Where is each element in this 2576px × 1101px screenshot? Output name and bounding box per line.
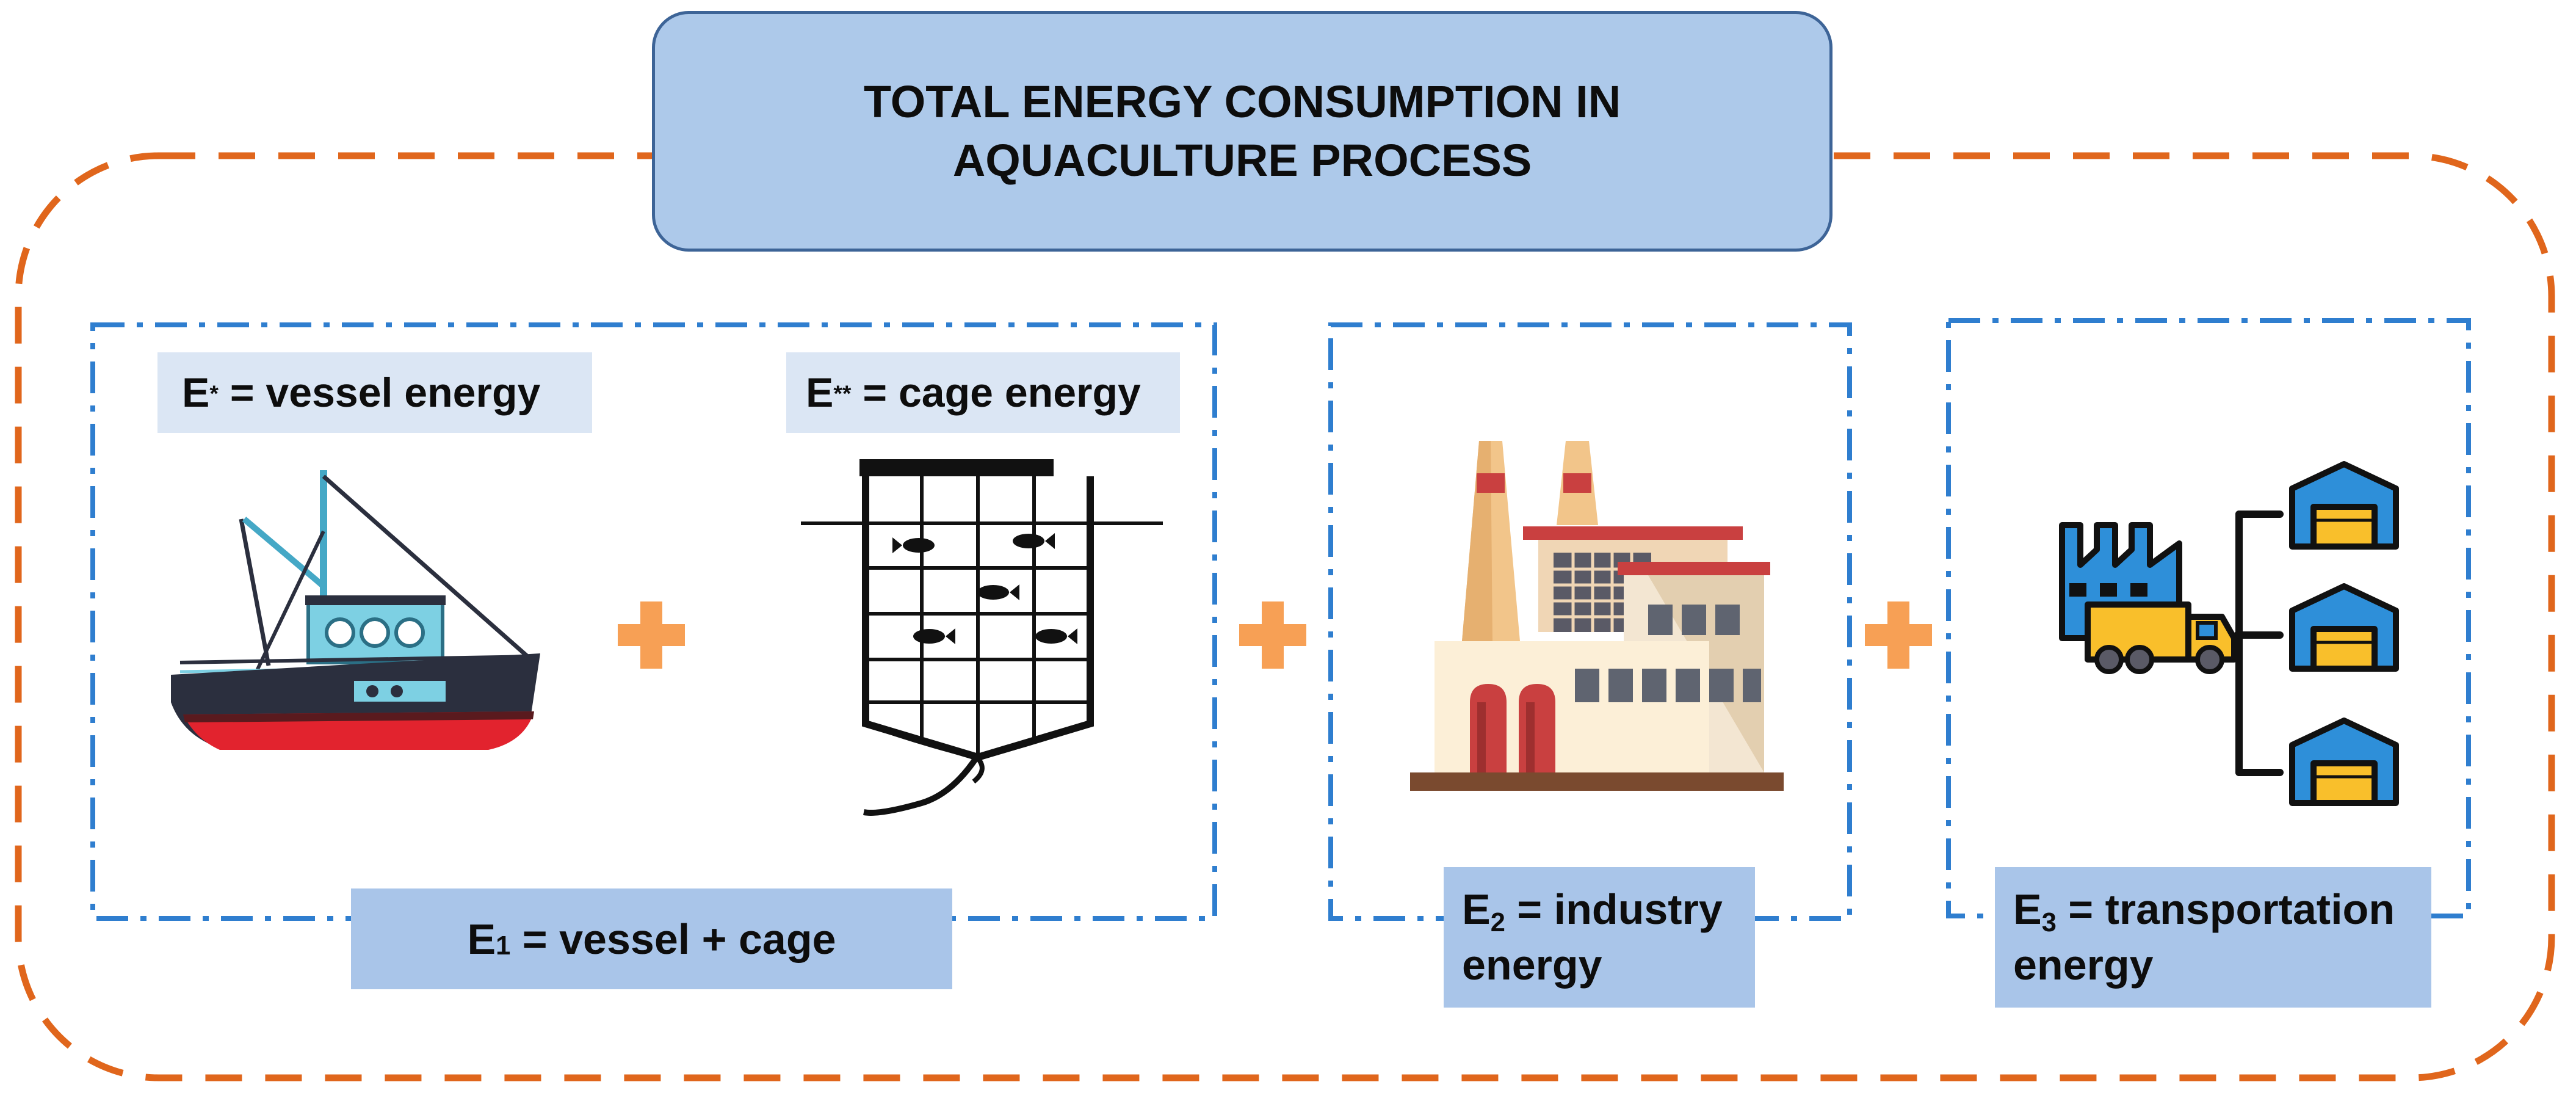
diagram-title-text: TOTAL ENERGY CONSUMPTION IN AQUACULTURE … — [863, 76, 1621, 186]
e1-subscript: 1 — [496, 931, 511, 961]
factory-icon — [1410, 441, 1784, 791]
cage-energy-marker: ** — [833, 380, 852, 407]
e2-text-line1: = industry — [1517, 885, 1723, 933]
e3-text-line2: energy — [2013, 941, 2154, 989]
cage-energy-symbol: E — [806, 369, 834, 416]
e1-symbol: E — [467, 915, 496, 963]
e1-frame — [90, 322, 1217, 921]
vessel-energy-text: = vessel energy — [230, 369, 541, 416]
outer-dashed-frame — [15, 152, 2555, 1081]
vessel-energy-marker: * — [209, 380, 219, 407]
e3-subscript: 3 — [2041, 908, 2057, 938]
e1-text: = vessel + cage — [522, 915, 836, 963]
e2-text-line2: energy — [1462, 941, 1602, 989]
e2-line1: E2 = industry — [1462, 882, 1723, 937]
e3-symbol: E — [2013, 885, 2042, 933]
e3-line1: E3 = transportation — [2013, 882, 2395, 937]
vessel-energy-symbol: E — [182, 369, 210, 416]
e2-symbol: E — [1462, 885, 1491, 933]
cage-energy-label: E** = cage energy — [786, 352, 1180, 433]
diagram-title: TOTAL ENERGY CONSUMPTION IN AQUACULTURE … — [652, 11, 1833, 252]
e2-label: E2 = industry energy — [1444, 867, 1755, 1008]
e3-label: E3 = transportation energy — [1995, 867, 2431, 1008]
fish-cage-icon — [801, 459, 1163, 816]
fishing-boat-icon — [171, 470, 540, 750]
plus-icon — [1239, 601, 1306, 669]
e2-subscript: 2 — [1490, 908, 1505, 938]
distribution-warehouse-icon — [2059, 461, 2399, 806]
cage-energy-text: = cage energy — [863, 369, 1141, 416]
e3-text-line1: = transportation — [2068, 885, 2395, 933]
vessel-energy-label: E* = vessel energy — [157, 352, 592, 433]
plus-icon — [618, 601, 685, 669]
plus-icon — [1865, 601, 1932, 669]
